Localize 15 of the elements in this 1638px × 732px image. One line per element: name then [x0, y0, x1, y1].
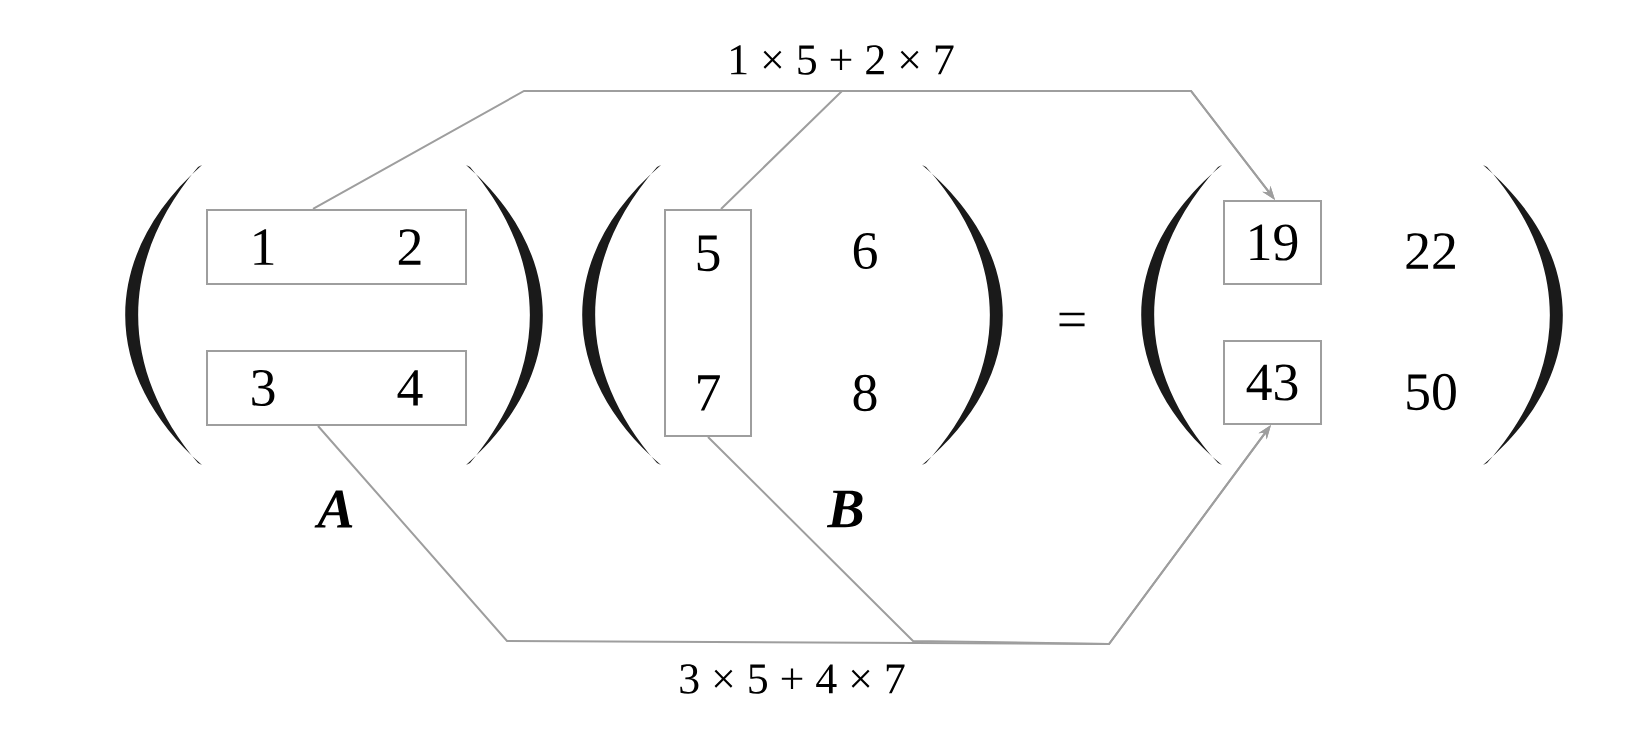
matrix-entry: 22 [1406, 233, 1455, 269]
arrow [720, 90, 1275, 210]
matrix-entry-box: 5 7 [664, 209, 752, 437]
matrix-entry: 8 [853, 374, 877, 412]
matrix-name: B [826, 490, 863, 528]
matrix-entry: 6 [853, 232, 877, 270]
matrix-entry-box: 3 4 [206, 350, 467, 426]
matrix-entry-box: 43 [1223, 340, 1322, 425]
equals-sign: = [1059, 312, 1085, 327]
edge-label: 1 × 5 + 2 × 7 [731, 45, 954, 75]
matrix-entry-box: 1 2 [206, 209, 467, 285]
matrix-entry: 50 [1407, 373, 1456, 411]
matrix-entry-box: 19 [1223, 200, 1322, 285]
matrix-name: A [314, 490, 353, 528]
edge-label: 3 × 5 + 4 × 7 [680, 664, 905, 694]
